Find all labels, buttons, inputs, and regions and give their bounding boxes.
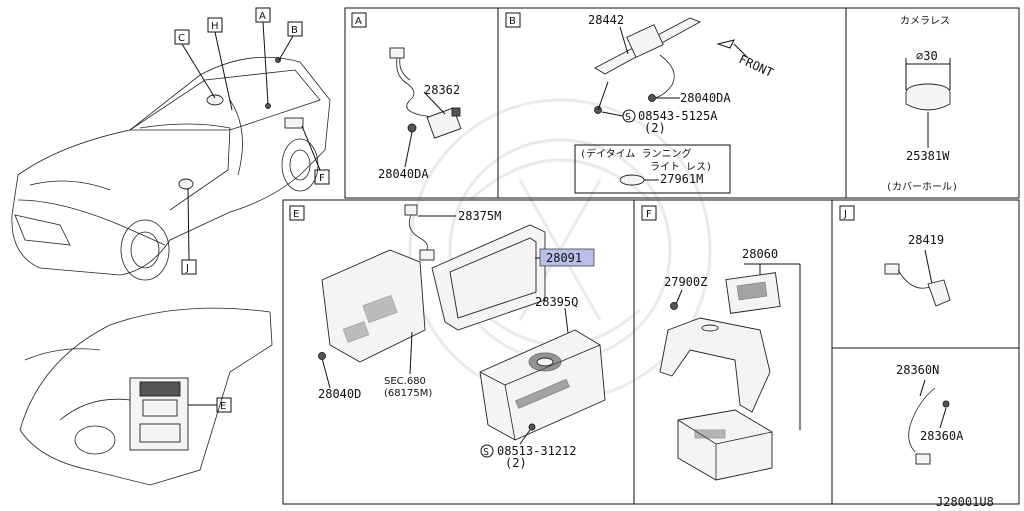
- panel-f-letter: F: [646, 209, 652, 220]
- sec-68175m: (68175M): [384, 388, 432, 399]
- part-25381w: 25381W: [906, 149, 950, 163]
- callout-e: E: [220, 401, 226, 412]
- car-overview: [11, 56, 331, 486]
- panel-f: F 28060 27900Z: [641, 205, 801, 481]
- part-28040d: 28040D: [318, 387, 361, 401]
- panel-frames: [282, 7, 1020, 505]
- panel-j: J 28419: [839, 205, 951, 307]
- panel-28360n: 28360N 28360A: [896, 363, 964, 465]
- panel-b: B 28442 28040DA S 08543-5125A (2) FRONT …: [505, 12, 776, 194]
- panel-a-letter: A: [355, 16, 362, 27]
- cam-dimension: ⌀30: [916, 49, 938, 63]
- part-28375m: 28375M: [458, 209, 501, 223]
- sec-680: SEC.680: [384, 376, 426, 387]
- callout-c: C: [178, 33, 185, 44]
- note-line-2: ライト レス): [650, 161, 712, 173]
- part-28360n: 28360N: [896, 363, 939, 377]
- cam-caption: (カバーホール): [886, 181, 958, 193]
- part-28060: 28060: [742, 247, 778, 261]
- panel-e-letter: E: [293, 209, 299, 220]
- panel-camera-less: カメラレス ⌀30 25381W (カバーホール): [886, 15, 958, 193]
- bolt-08513-31212: 08513-31212: [497, 444, 576, 458]
- part-28419: 28419: [908, 233, 944, 247]
- bolt-08543-5125a: 08543-5125A: [638, 109, 718, 123]
- callout-a: A: [259, 11, 266, 22]
- part-27961m: 27961M: [660, 172, 703, 186]
- front-label: FRONT: [737, 52, 776, 80]
- overview-callouts: C H A B F J E: [174, 7, 330, 413]
- part-28442: 28442: [588, 13, 624, 27]
- panel-j-letter: J: [843, 209, 847, 220]
- callout-h: H: [211, 21, 219, 32]
- bolt-qty-b: (2): [644, 121, 666, 135]
- callout-j: J: [185, 263, 189, 274]
- part-28040da-b: 28040DA: [680, 91, 731, 105]
- panel-e: E 28375M 28091 28040D SEC.680 (68175M) 2…: [289, 204, 606, 470]
- part-27900z: 27900Z: [664, 275, 707, 289]
- part-28040da-a: 28040DA: [378, 167, 429, 181]
- panel-b-letter: B: [509, 16, 516, 27]
- part-28360a: 28360A: [920, 429, 964, 443]
- callout-f: F: [319, 173, 325, 184]
- bolt-qty-e: (2): [505, 456, 527, 470]
- bolt-prefix-e: S: [483, 447, 489, 458]
- panel-a: A 28362 28040DA: [351, 12, 462, 181]
- bolt-prefix-b: S: [625, 112, 631, 123]
- part-28091: 28091: [546, 251, 582, 265]
- note-line-1: (デイタイム ランニング: [580, 147, 691, 160]
- cam-title: カメラレス: [900, 15, 950, 27]
- diagram-code: J28001U8: [936, 495, 994, 509]
- callout-b: B: [291, 25, 298, 36]
- part-28362: 28362: [424, 83, 460, 97]
- part-28395q: 28395Q: [535, 295, 578, 309]
